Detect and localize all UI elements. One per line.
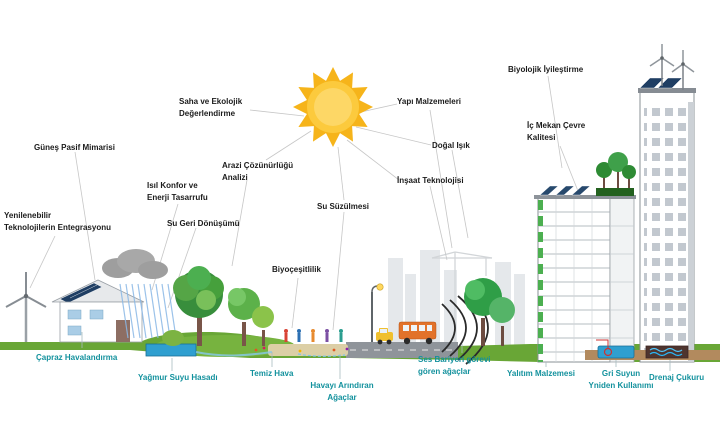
label-yapi-malzemeleri: Yapı Malzemeleri — [397, 97, 462, 106]
label-temiz-hava: Temiz Hava — [250, 369, 294, 378]
label-dogal-isik: Doğal Işık — [432, 141, 470, 150]
label-ic-mekan-cevre: İç Mekan Çevre Kalitesi — [527, 121, 586, 143]
label-biyocesitlilik: Biyoçeşitlilik — [272, 265, 321, 274]
label-arazi-cozunurlugu: Arazi Çözünürlüğü Analizi — [222, 161, 294, 183]
label-yalitim-malzemesi: Yalıtım Malzemesi — [507, 369, 576, 378]
roof-garden-icon — [596, 152, 636, 196]
label-havayi-arindiran: Havayı Arındıran Ağaçlar — [310, 381, 374, 403]
trees-icon — [162, 266, 274, 346]
connector-lines — [29, 75, 585, 331]
sun-icon — [293, 67, 373, 147]
vehicles-icon — [376, 321, 437, 345]
label-su-suzulmesi: Su Süzülmesi — [317, 202, 370, 211]
roof-wind-turbines-icon — [649, 44, 695, 90]
label-yagmur-suyu-hasadi: Yağmur Suyu Hasadı — [138, 373, 218, 382]
drainage-pit-icon — [645, 345, 689, 359]
label-yenilenebilir: Yenilenebilir Teknolojilerin Entegrasyon… — [4, 211, 111, 233]
label-su-geri-donusumu: Su Geri Dönüşümü — [167, 219, 240, 228]
label-drenaj-cukuru: Drenaj Çukuru — [649, 373, 705, 382]
label-isil-konfor: Isıl Konfor ve Enerji Tasarrufu — [147, 181, 208, 203]
barrier-trees-icon — [464, 278, 515, 346]
street-lamp-icon — [371, 283, 384, 342]
rain-cloud-icon — [102, 249, 177, 339]
label-saha-ve-ekolojik: Saha ve Ekolojik Değerlendirme — [179, 97, 243, 119]
label-gunes-pasif-mimarisi: Güneş Pasif Mimarisi — [34, 143, 115, 152]
wind-turbine-icon — [5, 272, 47, 342]
bottom-label-leaders — [81, 332, 671, 379]
water-infiltration-icon — [297, 353, 346, 357]
flowers-icon — [254, 346, 349, 353]
people-icons — [254, 329, 349, 353]
label-insaat-teknolojisi: İnşaat Teknolojisi — [397, 176, 464, 185]
label-capraz-havalandirma: Çapraz Havalandırma — [36, 353, 118, 362]
greywater-icon — [596, 339, 635, 359]
label-biyolojik-iyilestirme: Biyolojik İyileştirme — [508, 65, 584, 74]
walkway — [268, 344, 348, 356]
rain-icon — [119, 283, 177, 339]
solar-house-icon — [51, 279, 145, 343]
tower-building-icon — [638, 44, 696, 363]
label-gri-suyun: Gri Suyun Yniden Kullanımı — [588, 369, 654, 391]
green-building-icon — [534, 152, 636, 363]
label-ses-bariyeri: Ses Bariyeri görevi gören ağaçlar — [418, 355, 491, 377]
